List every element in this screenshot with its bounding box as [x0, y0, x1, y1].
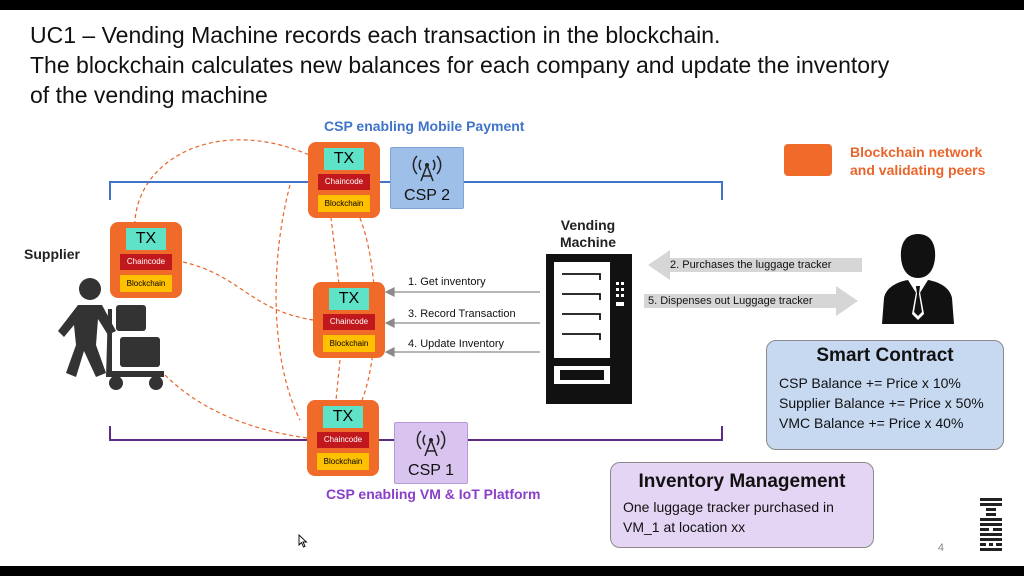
vending-label-line-2: Machine: [559, 234, 616, 250]
title-line-2: The blockchain calculates new balances f…: [30, 52, 890, 78]
legend-text: Blockchain network and validating peers: [850, 143, 985, 179]
inventory-management-title: Inventory Management: [638, 471, 846, 492]
peer-csp1: TX Chaincode Blockchain: [307, 400, 379, 476]
step-get-inventory: 1. Get inventory: [408, 276, 486, 288]
antenna-icon: [416, 430, 446, 457]
peer-chaincode-label: Chaincode: [323, 314, 375, 330]
smart-contract-line: VMC Balance += Price x 40%: [779, 415, 964, 431]
peer-blockchain-label: Blockchain: [317, 453, 369, 470]
peer-csp2: TX Chaincode Blockchain: [308, 142, 380, 218]
peer-chaincode-label: Chaincode: [120, 254, 172, 270]
step-purchases: 2. Purchases the luggage tracker: [670, 259, 832, 271]
inventory-management-box: Inventory Management One luggage tracker…: [610, 462, 874, 548]
step-arrows: [384, 287, 540, 357]
peer-connections: [134, 139, 376, 439]
peer-chaincode-label: Chaincode: [317, 432, 369, 448]
mouse-cursor-icon: [298, 534, 308, 548]
slide: UC1 – Vending Machine records each trans…: [0, 10, 1024, 566]
slide-title: UC1 – Vending Machine records each trans…: [30, 20, 1010, 110]
peer-blockchain-label: Blockchain: [318, 195, 370, 212]
smart-contract-title: Smart Contract: [816, 345, 954, 366]
peer-supplier: TX Chaincode Blockchain: [110, 222, 182, 298]
csp2-label: CSP 2: [404, 187, 450, 204]
vending-label-line-1: Vending: [560, 217, 616, 233]
csp2-box: CSP 2: [390, 147, 464, 209]
antenna-icon: [412, 155, 442, 182]
csp-mobile-label: CSP enabling Mobile Payment: [324, 118, 525, 134]
title-line-3: of the vending machine: [30, 82, 268, 108]
inventory-line: One luggage tracker purchased in: [623, 499, 834, 515]
peer-blockchain-label: Blockchain: [120, 275, 172, 292]
legend-swatch: [784, 144, 832, 176]
csp1-label: CSP 1: [408, 462, 454, 479]
page-number: 4: [937, 542, 944, 554]
vending-machine-icon: [546, 254, 632, 404]
smart-contract-box: Smart Contract CSP Balance += Price x 10…: [766, 340, 1004, 450]
peer-tx-label: TX: [126, 228, 166, 250]
csp-vm-iot-label: CSP enabling VM & IoT Platform: [326, 486, 541, 502]
smart-contract-lines: CSP Balance += Price x 10% Supplier Bala…: [767, 367, 1003, 433]
smart-contract-line: Supplier Balance += Price x 50%: [779, 395, 984, 411]
step-record-transaction: 3. Record Transaction: [408, 308, 516, 320]
vending-machine-label: Vending Machine: [556, 217, 620, 251]
step-update-inventory: 4. Update Inventory: [408, 338, 505, 350]
supplier-worker-icon: [58, 278, 164, 390]
title-line-1: UC1 – Vending Machine records each trans…: [30, 22, 721, 48]
ibm-logo-icon: [980, 498, 1002, 551]
peer-tx-label: TX: [329, 288, 369, 310]
legend-line-1: Blockchain network: [850, 144, 983, 160]
arrow-left-icon: [648, 250, 862, 280]
peer-tx-label: TX: [323, 406, 363, 428]
inventory-line: VM_1 at location xx: [623, 519, 746, 535]
inventory-management-lines: One luggage tracker purchased in VM_1 at…: [611, 493, 873, 537]
person-icon: [882, 234, 954, 324]
peer-blockchain-label: Blockchain: [323, 335, 375, 352]
peer-tx-label: TX: [324, 148, 364, 170]
legend-line-2: and validating peers: [850, 162, 986, 178]
peer-vmc: TX Chaincode Blockchain: [313, 282, 385, 358]
smart-contract-line: CSP Balance += Price x 10%: [779, 375, 961, 391]
csp1-box: CSP 1: [394, 422, 468, 484]
peer-chaincode-label: Chaincode: [318, 174, 370, 190]
arrow-right-icon: [644, 286, 858, 316]
supplier-label: Supplier: [24, 246, 81, 262]
step-dispenses: 5. Dispenses out Luggage tracker: [648, 295, 813, 307]
